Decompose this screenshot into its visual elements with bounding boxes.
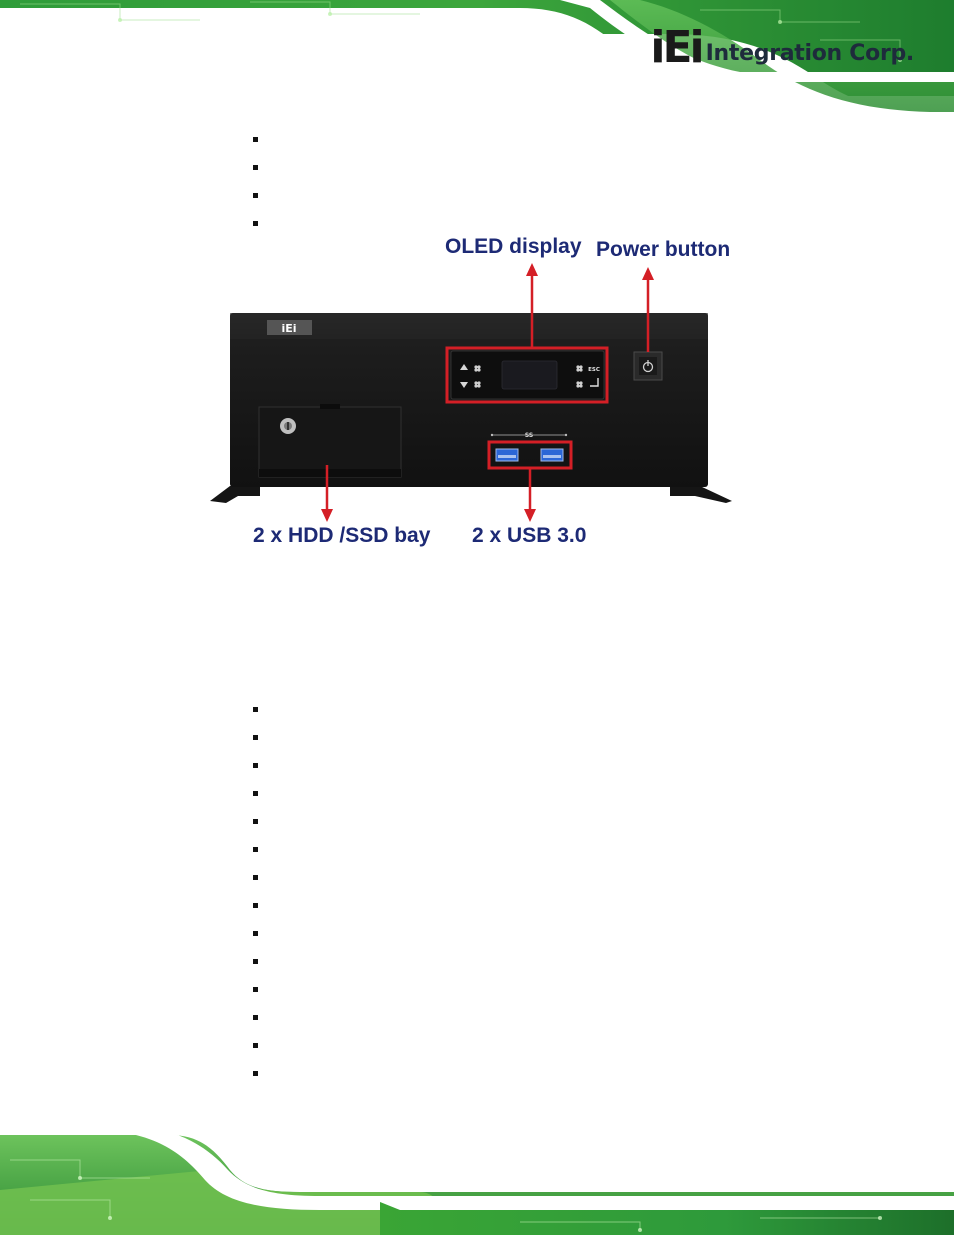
footer-graphic [0,1130,954,1235]
mounting-bracket-left [210,486,260,503]
up-arrow-icon [460,364,468,370]
oled-panel: ESC [450,350,605,400]
enter-icon [590,378,599,387]
oled-screen [501,360,558,390]
callout-usb: 2 x USB 3.0 [472,524,587,547]
header-band: iEi Integration Corp. [0,0,954,112]
esc-label: ESC [588,367,600,373]
brand-logo: iEi Integration Corp. [650,22,915,73]
callout-hdd-bay: 2 x HDD /SSD bay [253,524,431,547]
down-arrow-icon [460,382,468,388]
mounting-bracket-right [670,486,732,503]
usb-ports: SS [490,432,568,462]
power-button-graphic [633,351,663,381]
front-panel-figure: OLED display Power button 2 x HDD /SSD b… [200,228,750,558]
header-graphic [0,0,954,112]
callout-oled-display: OLED display [445,235,582,258]
callout-arrows [321,263,654,522]
oled-highlight-box [445,346,609,404]
usb-logo-icon: SS [525,432,533,439]
front-badge: iEi [267,320,312,335]
svg-text:iEi: iEi [281,322,296,335]
footer-band [0,1130,954,1235]
brand-name: Integration Corp. [705,41,915,66]
brand-mark: iEi [650,22,704,73]
callout-power-button: Power button [596,238,731,261]
device-illustration: iEi ESC [210,263,732,522]
hdd-bay-door [258,404,402,478]
